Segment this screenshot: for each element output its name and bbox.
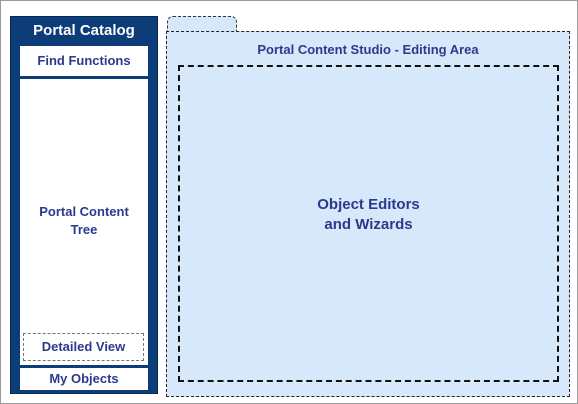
editing-area-title: Portal Content Studio - Editing Area	[257, 42, 479, 57]
portal-content-tree-box: Portal Content Tree Detailed View	[20, 79, 148, 365]
find-functions-label: Find Functions	[37, 53, 131, 68]
detailed-view-box: Detailed View	[23, 333, 144, 361]
object-editors-box: Object Editors and Wizards	[178, 65, 559, 382]
editing-area-tab	[167, 16, 237, 34]
portal-catalog-panel: Portal Catalog Find Functions Portal Con…	[10, 16, 158, 394]
my-objects-label: My Objects	[49, 371, 119, 386]
editing-area-panel: Portal Content Studio - Editing Area Obj…	[166, 31, 570, 397]
object-editors-label: Object Editors and Wizards	[317, 196, 420, 233]
portal-catalog-title: Portal Catalog	[33, 22, 135, 39]
portal-content-tree-label: Portal Content Tree	[39, 204, 129, 237]
find-functions-box: Find Functions	[20, 46, 148, 76]
my-objects-box: My Objects	[20, 368, 148, 390]
detailed-view-label: Detailed View	[41, 339, 126, 354]
